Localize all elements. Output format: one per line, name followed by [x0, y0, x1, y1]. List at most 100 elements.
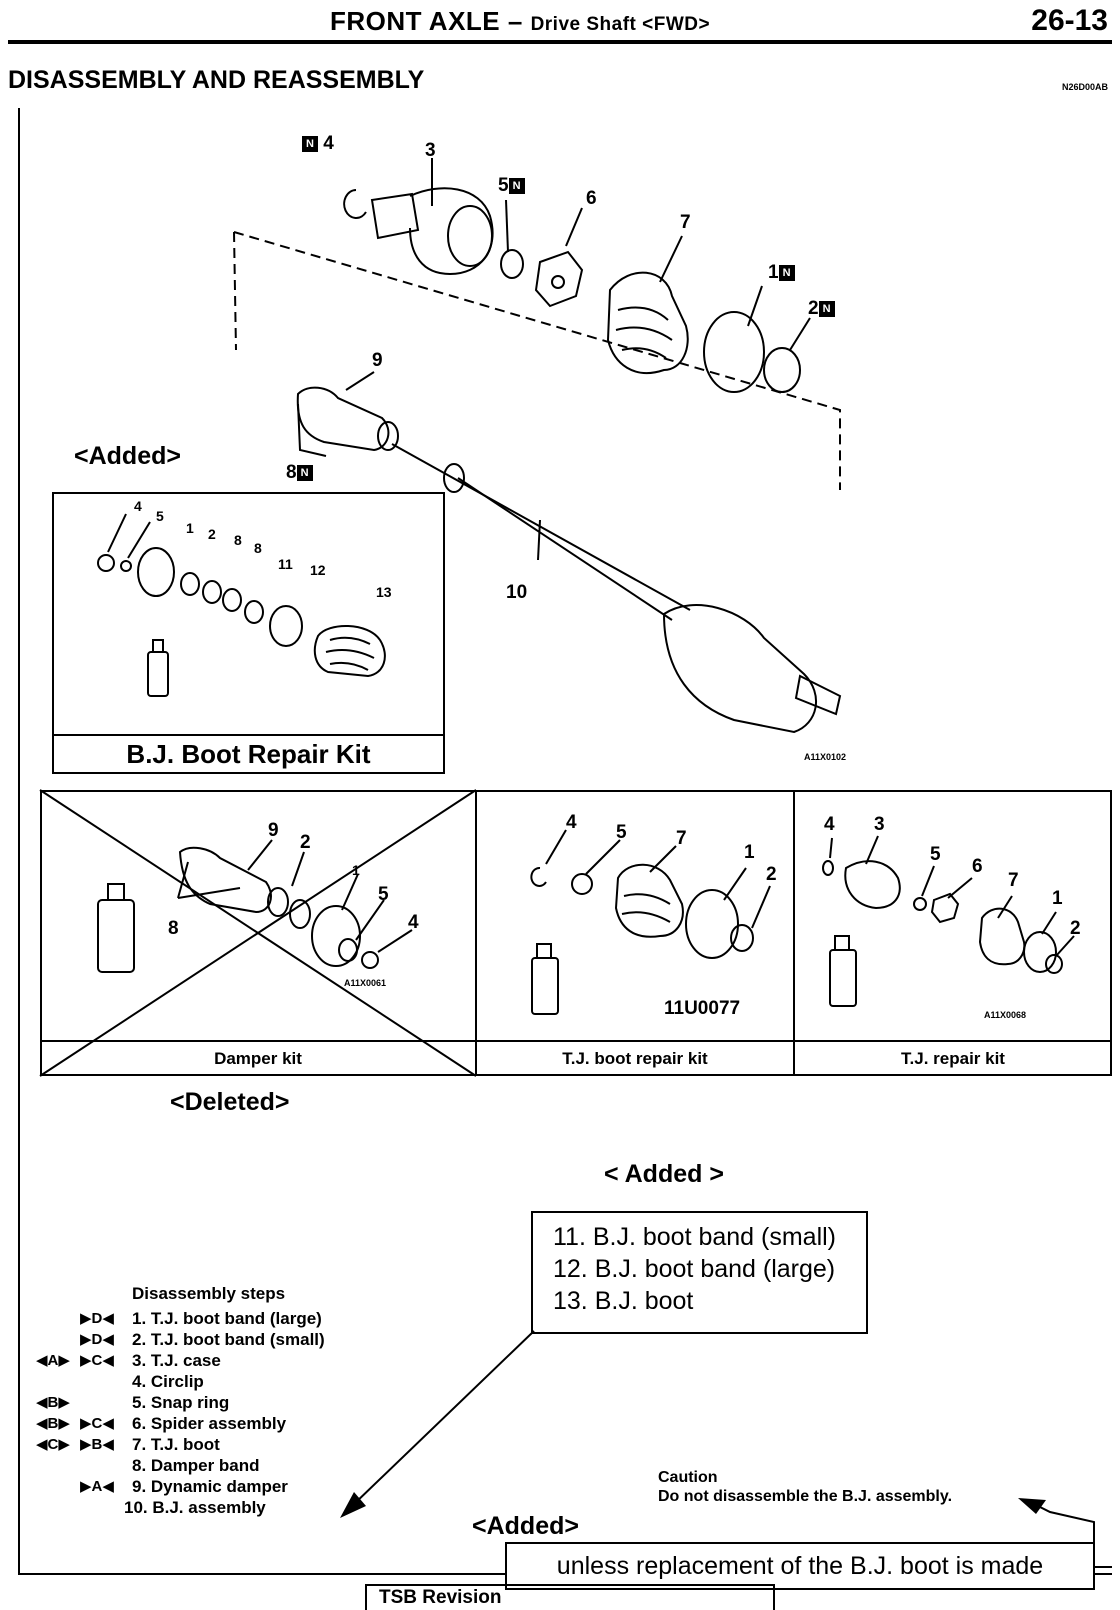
step-2-mark-right: ▶D◀	[80, 1331, 114, 1348]
added-step-11: 11. B.J. boot band (small)	[553, 1223, 837, 1251]
step-6-mark-right: ▶C◀	[80, 1415, 114, 1432]
frame-left-rule	[18, 108, 20, 1574]
tsb-revision-box: TSB Revision	[365, 1584, 775, 1610]
bj-kit-label-1: 1	[186, 520, 194, 536]
tj-boot-label-5: 5	[616, 822, 627, 843]
damper-label-9: 9	[268, 820, 279, 841]
tj-boot-label-2: 2	[766, 864, 777, 885]
part-label-10: 10	[506, 582, 528, 603]
step-5: 5. Snap ring	[132, 1393, 230, 1412]
bj-kit-parts-drawing	[97, 513, 386, 697]
bj-kit-label-5: 5	[156, 508, 164, 524]
tj-boot-kit-drawing	[530, 829, 771, 1015]
tj-repair-kit-caption: T.J. repair kit	[794, 1040, 1112, 1076]
tj-boot-label-4: 4	[566, 812, 577, 833]
section-code: N26D00AB	[1061, 82, 1108, 92]
tj-boot-kit-code: 11U0077	[664, 998, 741, 1019]
n-mark-icon: N	[778, 264, 795, 281]
tj-case-drawing	[409, 187, 494, 276]
band-small-drawing	[763, 347, 801, 393]
spider-drawing	[534, 250, 584, 308]
kits-row-panel	[40, 790, 1112, 1076]
added-steps-arrowhead	[340, 1492, 366, 1518]
damper-label-2: 2	[300, 832, 311, 853]
step-6-mark-left: ◀B▶	[36, 1415, 70, 1432]
disassembly-steps-title: Disassembly steps	[132, 1284, 286, 1303]
n-mark-icon: N	[302, 135, 318, 152]
step-1: 1. T.J. boot band (large)	[132, 1309, 322, 1328]
caution-text: Do not disassemble the B.J. assembly.	[658, 1488, 953, 1505]
header-subtitle: Drive Shaft <FWD>	[530, 14, 711, 35]
damper-label-8: 8	[168, 918, 179, 939]
tj-repair-label-7: 7	[1008, 870, 1019, 891]
added-label-bj-kit: <Added>	[74, 442, 181, 470]
tj-boot-label-1: 1	[744, 842, 755, 863]
damper-label-5: 5	[378, 884, 389, 905]
damper-label-4: 4	[408, 912, 419, 933]
bj-boot-repair-kit-panel	[52, 492, 445, 774]
step-10: 10. B.J. assembly	[124, 1498, 266, 1517]
part-label-7: 7	[680, 212, 691, 233]
band-large-drawing	[703, 311, 765, 393]
step-8: 8. Damper band	[132, 1456, 260, 1475]
caution-title: Caution	[658, 1469, 718, 1486]
bj-kit-label-4: 4	[134, 498, 142, 514]
page-number: 26-13	[1031, 4, 1108, 37]
tj-parts-bracket	[233, 231, 841, 490]
section-title: DISASSEMBLY AND REASSEMBLY	[8, 66, 425, 94]
unless-arrowhead	[1018, 1498, 1046, 1514]
circlip-drawing	[343, 189, 367, 219]
part-label-6: 6	[586, 188, 597, 209]
tj-boot-label-7: 7	[676, 828, 687, 849]
damper-kit-drawing	[97, 839, 413, 973]
tj-repair-label-5: 5	[930, 844, 941, 865]
tj-repair-label-4: 4	[824, 814, 835, 835]
bj-boot-repair-kit-caption: B.J. Boot Repair Kit	[52, 734, 445, 774]
added-label-steps: < Added >	[604, 1160, 724, 1188]
shaft-line-lower	[457, 477, 673, 621]
bj-kit-label-13: 13	[376, 584, 392, 600]
header-main-title: FRONT AXLE	[330, 6, 501, 36]
tj-repair-kit-drawing	[822, 835, 1075, 1007]
deleted-cross-b	[39, 789, 477, 1077]
step-7-mark-left: ◀C▶	[36, 1436, 70, 1453]
tj-repair-kit-code: A11X0068	[984, 1010, 1027, 1020]
added-step-13: 13. B.J. boot	[553, 1287, 694, 1315]
step-3: 3. T.J. case	[132, 1351, 221, 1370]
tj-repair-label-6: 6	[972, 856, 983, 877]
bj-kit-label-11: 11	[278, 556, 293, 572]
step-3-mark-left: ◀A▶	[36, 1352, 70, 1369]
shaft-line-upper	[391, 443, 691, 611]
step-7: 7. T.J. boot	[132, 1435, 220, 1454]
bj-kit-label-12: 12	[310, 562, 326, 578]
damper-label-1: 1	[352, 862, 360, 878]
unless-replacement-box: unless replacement of the B.J. boot is m…	[505, 1542, 1095, 1590]
n-mark-icon: N	[508, 177, 525, 194]
dynamic-damper-drawing	[296, 386, 390, 452]
step-9-mark-right: ▶A◀	[80, 1478, 114, 1495]
added-steps-arrow	[351, 1330, 535, 1507]
part-label-4: N 4	[302, 133, 334, 155]
bj-kit-label-2: 2	[208, 526, 216, 542]
deleted-label: <Deleted>	[170, 1088, 290, 1116]
step-4: 4. Circlip	[132, 1372, 204, 1391]
tj-repair-label-2: 2	[1070, 918, 1081, 939]
step-5-mark-left: ◀B▶	[36, 1394, 70, 1411]
step-6: 6. Spider assembly	[132, 1414, 287, 1433]
snap-ring-drawing	[500, 249, 524, 279]
step-1-mark-right: ▶D◀	[80, 1310, 114, 1327]
part-label-3: 3	[425, 140, 436, 161]
caution-note: Caution Do not disassemble the B.J. asse…	[658, 1468, 952, 1506]
added-label-caution: <Added>	[472, 1512, 579, 1540]
main-figure-code: A11X0102	[804, 752, 847, 762]
page-header-title: FRONT AXLE – Drive Shaft <FWD>	[330, 6, 710, 37]
added-step-12: 12. B.J. boot band (large)	[553, 1255, 836, 1283]
damper-kit-code: A11X0061	[344, 978, 387, 988]
header-dash: –	[500, 6, 531, 36]
damper-kit-caption: Damper kit	[40, 1040, 476, 1076]
